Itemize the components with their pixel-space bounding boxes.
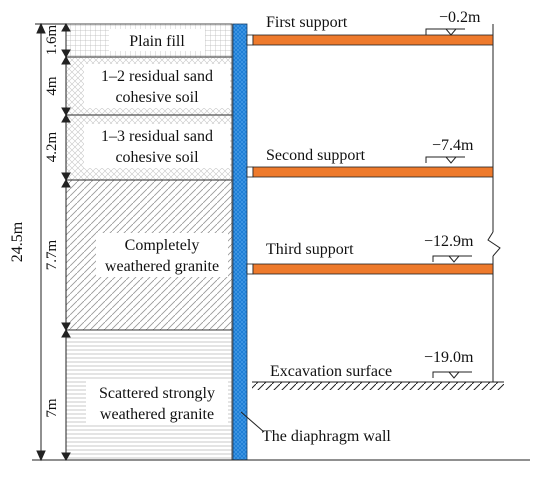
layer-label-1-2-line1: 1–2 residual sand [101,68,213,85]
layer-label-scattered-line2: weathered granite [100,406,214,423]
thickness-label-5: 7m [44,398,60,418]
layer-label-1-3-line2: cohesive soil [115,149,199,166]
layer-label-1-3-line1: 1–3 residual sand [101,128,213,145]
thickness-label-3: 4.2m [44,131,60,162]
layer-label-1-2-line2: cohesive soil [115,89,199,106]
thickness-label-2: 4m [44,76,60,96]
layer-label-plain-fill: Plain fill [129,33,185,50]
support-label-2: Second support [266,147,366,164]
support-1 [246,34,494,46]
thickness-label-1: 1.6m [44,24,60,55]
support-label-3: Third support [266,241,354,258]
thickness-label-4: 7.7m [44,239,60,270]
support-label-1: First support [266,14,348,31]
excavation-surface [252,381,504,390]
layer-label-scattered-line1: Scattered strongly [99,385,215,402]
support-2 [246,166,494,178]
wall-label: The diaphragm wall [262,428,391,445]
elevation-label-4: −19.0m [424,349,474,366]
diaphragm-wall [232,23,248,461]
elevation-label-1: −0.2m [439,9,481,26]
layer-label-completely-line2: weathered granite [105,258,219,275]
elevation-marker-1 [425,28,465,36]
support-3 [246,263,494,275]
dimension-lines [35,22,71,462]
elevation-marker-2 [425,156,465,164]
elevation-label-3: −12.9m [424,233,474,250]
elevation-marker-4 [432,371,472,379]
elevation-marker-3 [432,255,472,263]
total-depth-label: 24.5m [9,221,26,262]
break-mark [487,231,501,257]
excavation-label: Excavation surface [270,363,392,380]
wall-leader-line [240,411,265,433]
soil-column: Plain fill 1–2 residual sand cohesive so… [65,23,233,461]
layer-label-completely-line1: Completely [125,237,200,254]
elevation-label-2: −7.4m [432,137,474,154]
